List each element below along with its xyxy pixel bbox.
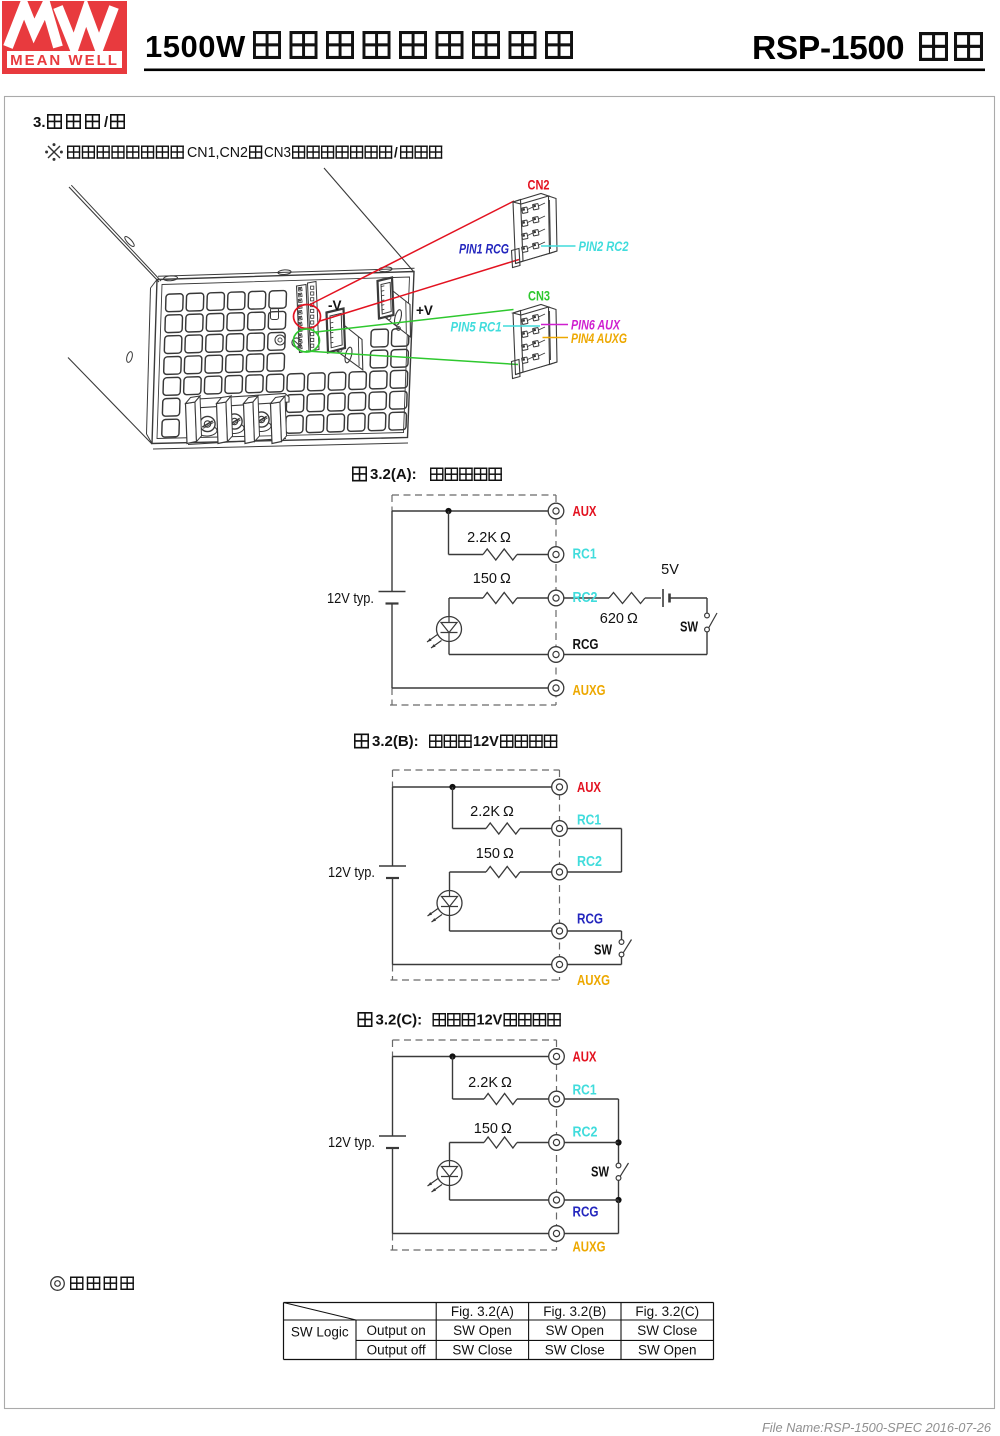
svg-text:RCG: RCG	[573, 637, 599, 653]
svg-text:RSP-1500: RSP-1500	[752, 30, 904, 67]
svg-text:12V typ.: 12V typ.	[328, 1134, 375, 1151]
svg-text:RC2: RC2	[573, 590, 598, 606]
svg-text:RCG: RCG	[577, 912, 603, 928]
svg-text:Output off: Output off	[367, 1343, 426, 1358]
svg-text:RC1: RC1	[573, 547, 597, 563]
svg-text:Ω: Ω	[500, 571, 511, 587]
svg-text:PIN5 RC1: PIN5 RC1	[451, 319, 502, 334]
svg-text:150: 150	[474, 1121, 498, 1137]
svg-text:3.2(B):: 3.2(B):	[372, 733, 419, 750]
svg-text:SW Open: SW Open	[453, 1323, 512, 1338]
svg-text:SW Open: SW Open	[546, 1323, 605, 1338]
svg-text:RC1: RC1	[577, 813, 601, 829]
svg-text:SW Logic: SW Logic	[291, 1325, 349, 1340]
svg-text:PIN1 RCG: PIN1 RCG	[459, 242, 509, 257]
svg-text:150: 150	[476, 846, 500, 862]
svg-text:AUX: AUX	[573, 504, 597, 520]
svg-text:12V: 12V	[477, 1013, 503, 1029]
svg-text:SW Open: SW Open	[638, 1343, 697, 1358]
svg-text:CN3: CN3	[264, 145, 291, 161]
svg-text:File Name:RSP-1500-SPEC 2016-: File Name:RSP-1500-SPEC 2016-07-26	[762, 1420, 992, 1435]
svg-text:Ω: Ω	[500, 530, 511, 546]
svg-text:CN1,CN2: CN1,CN2	[187, 145, 248, 161]
svg-text:AUXG: AUXG	[573, 683, 606, 699]
svg-text:CN3: CN3	[528, 289, 550, 304]
svg-text:12V typ.: 12V typ.	[327, 590, 374, 607]
svg-text:3.2(C):: 3.2(C):	[376, 1012, 423, 1029]
svg-text:Ω: Ω	[503, 846, 514, 862]
svg-text:Output on: Output on	[366, 1323, 425, 1338]
svg-text:1500W: 1500W	[145, 29, 246, 64]
svg-text:150: 150	[473, 571, 497, 587]
svg-text:5V: 5V	[661, 562, 679, 578]
svg-text:SW: SW	[591, 1165, 609, 1181]
svg-text:Ω: Ω	[501, 1121, 512, 1137]
svg-text:620: 620	[600, 611, 624, 627]
svg-text:Fig. 3.2(C): Fig. 3.2(C)	[635, 1304, 699, 1319]
svg-text:Fig. 3.2(B): Fig. 3.2(B)	[543, 1304, 606, 1319]
svg-text:Ω: Ω	[627, 611, 638, 627]
svg-text:/: /	[104, 114, 109, 131]
svg-text:PIN6 AUX: PIN6 AUX	[571, 318, 621, 333]
svg-text:SW Close: SW Close	[452, 1343, 512, 1358]
svg-text:-V: -V	[328, 298, 342, 313]
svg-text:RC1: RC1	[573, 1083, 597, 1099]
svg-text:AUXG: AUXG	[577, 973, 610, 989]
svg-text:12V typ.: 12V typ.	[328, 864, 375, 881]
svg-text:Fig. 3.2(A): Fig. 3.2(A)	[451, 1304, 514, 1319]
svg-text:Ω: Ω	[501, 1075, 512, 1091]
svg-text:3.2(A):: 3.2(A):	[370, 466, 417, 483]
svg-text:SW Close: SW Close	[545, 1343, 605, 1358]
svg-text:MEAN WELL: MEAN WELL	[10, 52, 119, 69]
svg-text:/: /	[394, 145, 398, 160]
svg-text:PIN4 AUXG: PIN4 AUXG	[571, 331, 627, 346]
svg-text:+V: +V	[416, 303, 433, 318]
svg-text:AUXG: AUXG	[573, 1240, 606, 1256]
svg-text:RC2: RC2	[573, 1125, 598, 1141]
svg-text:Ω: Ω	[503, 804, 514, 820]
svg-text:SW: SW	[594, 943, 612, 959]
svg-text:AUX: AUX	[577, 780, 601, 796]
svg-text:PIN2 RC2: PIN2 RC2	[579, 239, 629, 254]
svg-text:AUX: AUX	[573, 1050, 597, 1066]
svg-text:RC2: RC2	[577, 854, 602, 870]
svg-text:RCG: RCG	[573, 1205, 599, 1221]
svg-text:2.2K: 2.2K	[470, 804, 500, 820]
svg-text:2.2K: 2.2K	[468, 1075, 498, 1091]
svg-text:3.: 3.	[33, 114, 46, 131]
svg-text:SW Close: SW Close	[637, 1323, 697, 1338]
svg-text:12V: 12V	[473, 734, 499, 750]
svg-text:SW: SW	[680, 620, 698, 636]
svg-text:CN2: CN2	[528, 178, 550, 193]
svg-text:2.2K: 2.2K	[467, 530, 497, 546]
